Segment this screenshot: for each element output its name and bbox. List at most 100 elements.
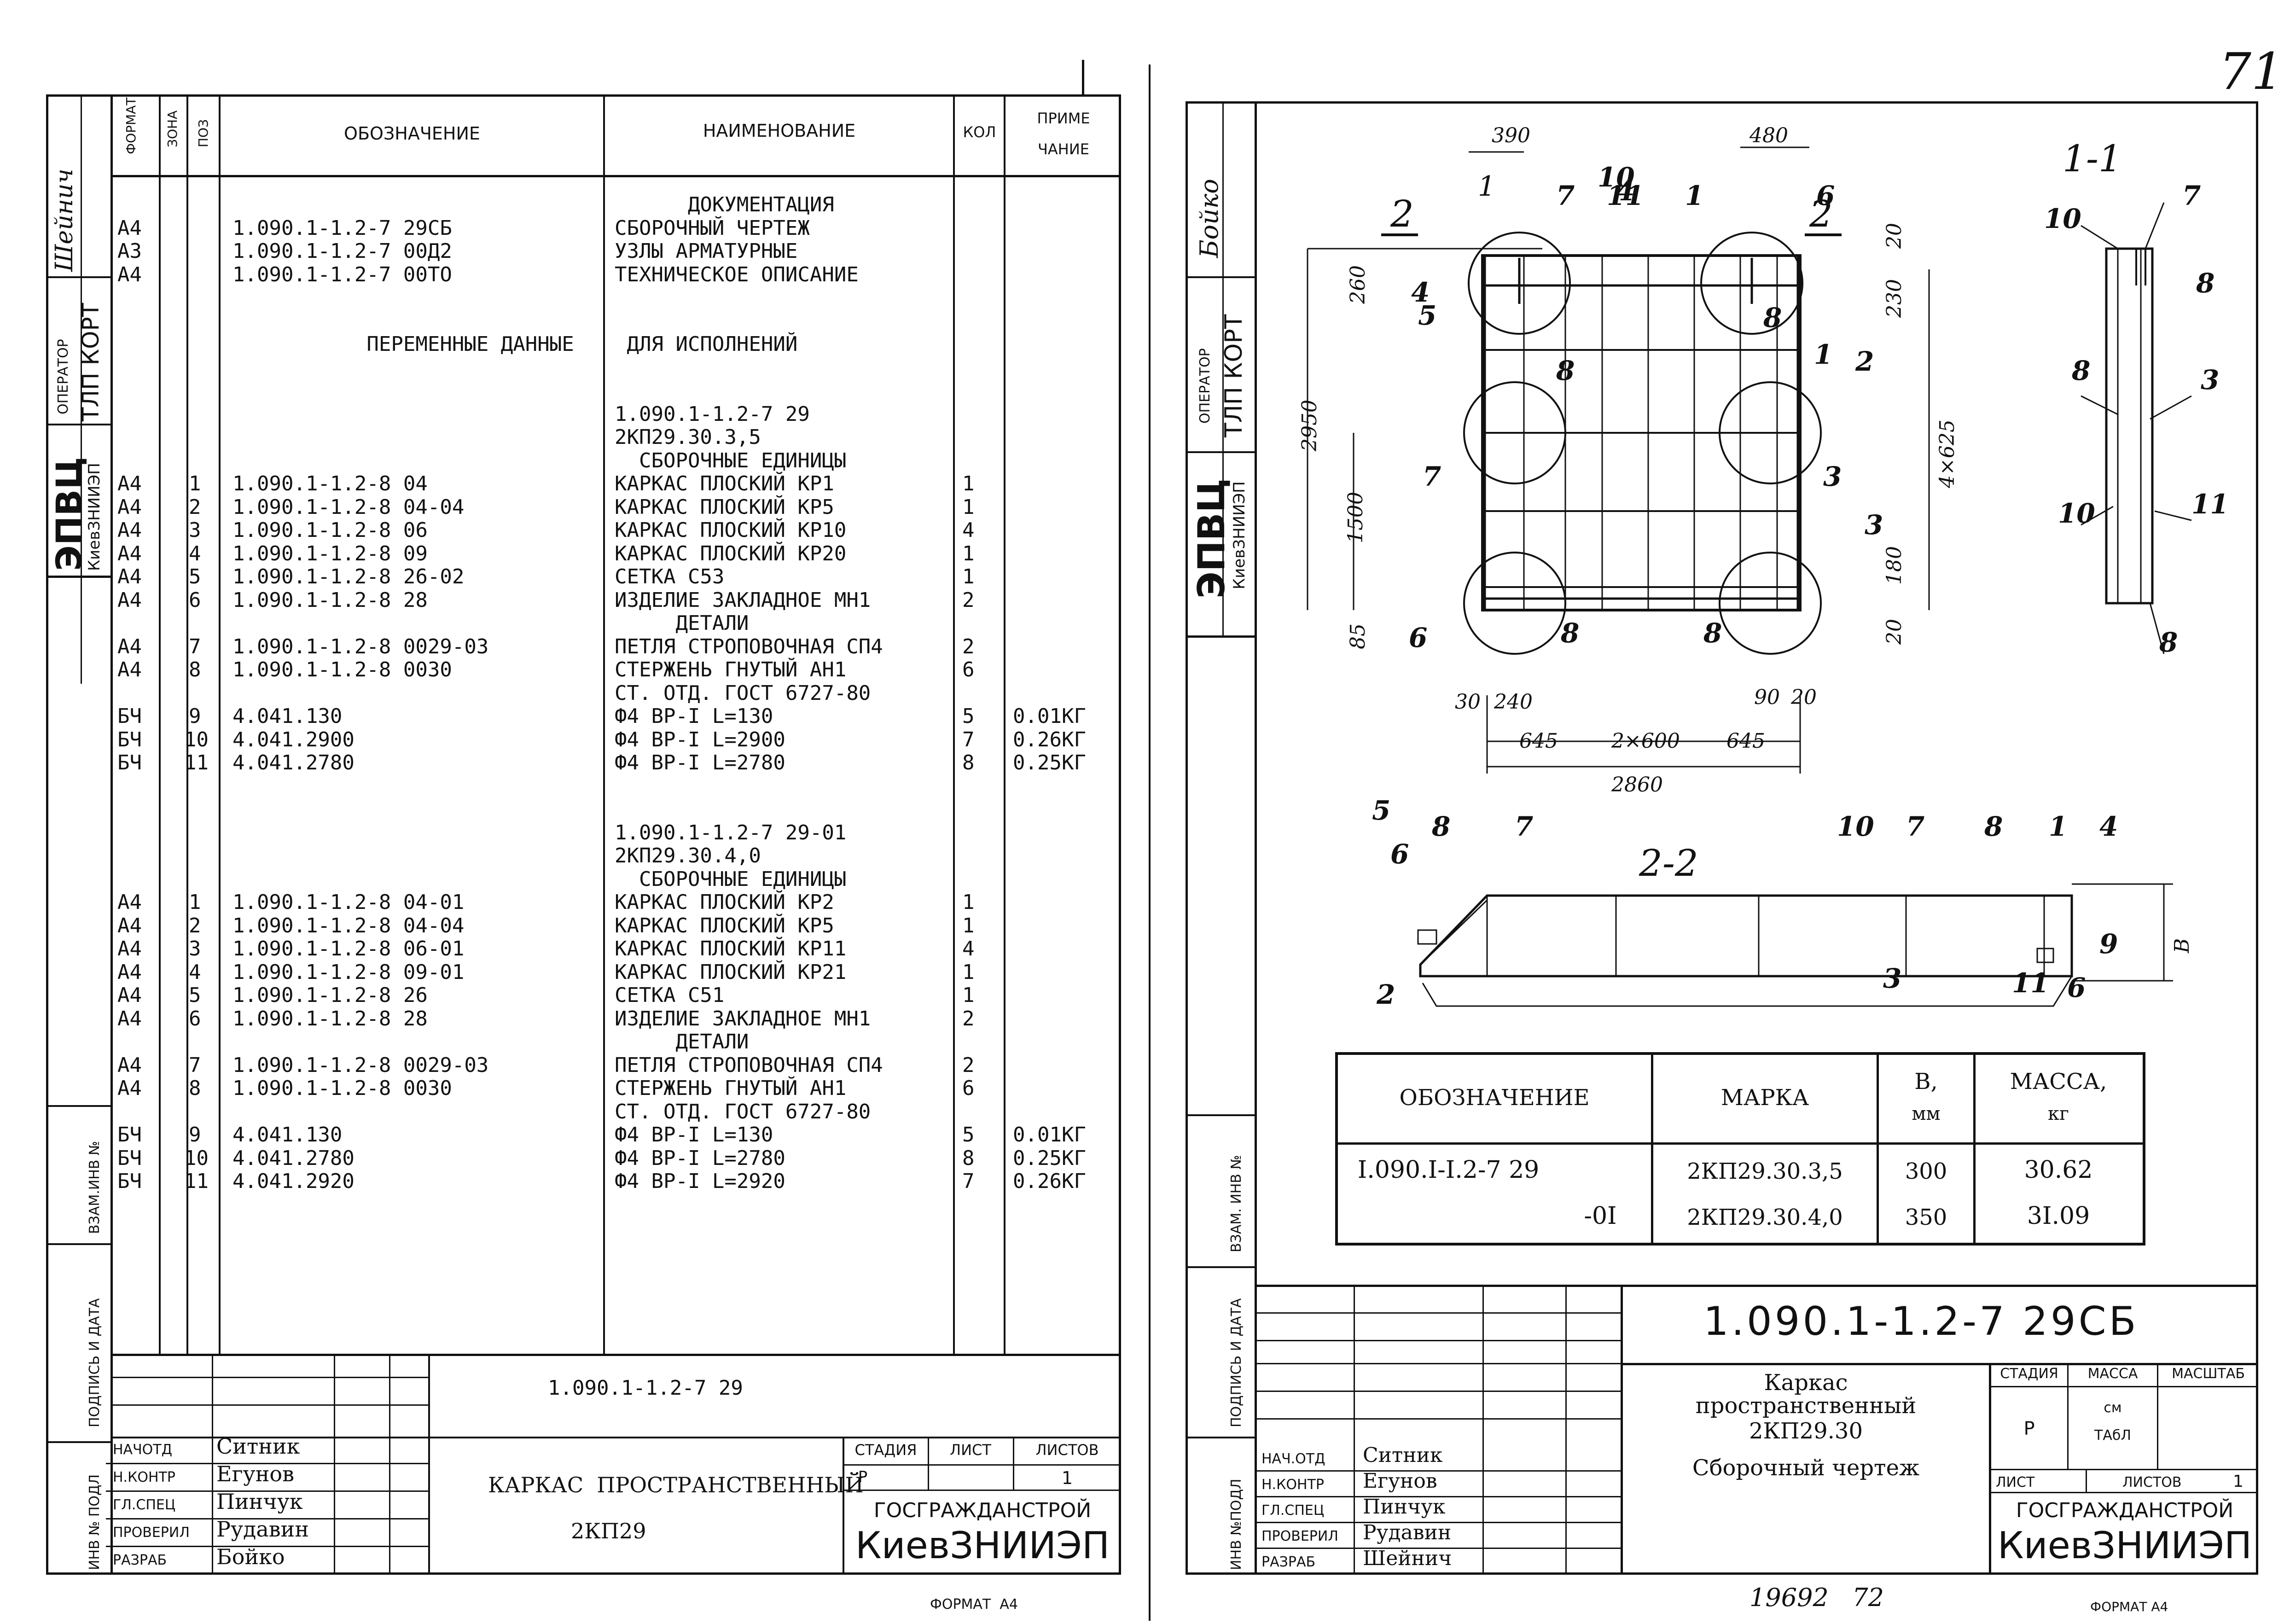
stamp-role: НАЧОТД [113,1442,173,1458]
position-label: 7 [1423,461,1441,492]
position-label: 7 [1515,811,1534,842]
row-format: А4 [117,518,142,542]
row-oboz: 1.090.1-1.2-8 0029-03 [232,634,489,658]
position-label: 8 [1984,811,2003,842]
position-label: 5 [1418,300,1437,331]
row-format: БЧ [117,1146,142,1170]
row-format: А4 [117,960,142,984]
position-label: 8 [1703,617,1722,649]
left-stamp-stadia: СТАДИЯ [854,1441,917,1459]
row-poz: 5 [189,984,201,1007]
position-label: 5 [1372,795,1391,826]
stamp-role-line [1255,1496,1621,1497]
row-oboz: 1.090.1-1.2-8 09 [232,541,428,565]
dimension-label: 180 [1883,546,1906,585]
row-naim: 1.090.1-1.2-7 29-01 [615,821,847,844]
dimension-label: 2×600 [1611,729,1680,753]
right-stamp-v3 [1565,1285,1567,1575]
position-label: 4 [1616,175,1635,207]
stamp-name: Рудавин [1363,1521,1452,1544]
row-kol: 2 [962,1053,975,1077]
right-stamp-title3: 2КП29.30 [1749,1418,1863,1444]
dimension-label: B [2170,938,2194,953]
row-format: А4 [117,937,142,960]
left-stamp-vmain [428,1354,430,1575]
row-oboz: 1.090.1-1.2-8 04-04 [232,495,465,519]
left-header-bottom [110,175,1121,177]
row-oboz: 1.090.1-1.2-8 28 [232,1007,428,1030]
right-stamp-h3c [1255,1418,1621,1420]
left-h-prim2: ЧАНИЕ [1037,140,1090,158]
left-strip-hline2 [46,424,110,425]
position-label: 11 [2191,489,2229,520]
left-stamp-v6 [1013,1437,1014,1490]
position-label: 7 [1556,180,1575,211]
row-prim: 0.01КГ [1013,704,1086,728]
row-prim: 0.25КГ [1013,751,1086,774]
right-stamp-title1: Каркас [1764,1370,1848,1396]
row-naim: СЕТКА С53 [615,565,725,588]
right-stamp-listov-val: 1 [2233,1472,2244,1491]
left-stamp-h3 [110,1437,1121,1438]
stamp-name: Пинчук [216,1489,303,1514]
row-naim: СТЕРЖЕНЬ ГНУТЫЙ АН1 [615,658,847,681]
stamp-role: ГЛ.СПЕЦ [1261,1502,1325,1519]
right-stamp-massa-val2: ТАбЛ [2094,1427,2131,1444]
dimension-label: 20 [1883,223,1906,249]
row-naim: КАРКАС ПЛОСКИЙ КР2 [615,891,834,914]
row-poz: 6 [189,1007,201,1030]
left-h-prim1: ПРИМЕ [1037,110,1090,127]
table-r1-massa: 30.62 [2024,1156,2093,1184]
row-naim: СТЕРЖЕНЬ ГНУТЫЙ АН1 [615,1077,847,1100]
row-oboz: 1.090.1-1.2-8 0029-03 [232,1053,489,1077]
row-naim: СЕТКА С51 [615,984,725,1007]
right-stamp-list: ЛИСТ [1996,1474,2035,1490]
variants-table: ОБОЗНАЧЕНИЕ МАРКА В, мм МАССА, кг I.090.… [1335,1052,2145,1246]
row-format: А4 [117,914,142,937]
row-format: А4 [117,1007,142,1030]
row-format: А4 [117,495,142,519]
stamp-name: Ситник [1363,1444,1443,1467]
row-poz: 10 [184,728,209,751]
table-r1-b: 300 [1905,1158,1947,1184]
dimension-label: 85 [1346,623,1370,649]
right-stamp-listov: ЛИСТОВ [2122,1474,2182,1490]
section-2-2 [1417,883,2173,1007]
position-label: 3 [1823,461,1842,492]
position-label: 6 [1409,622,1428,653]
row-naim: УЗЛЫ АРМАТУРНЫЕ [615,239,798,263]
stamp-role: ГЛ.СПЕЦ [113,1497,176,1513]
left-frame [46,94,1121,1575]
row-oboz: 1.090.1-1.2-8 09-01 [232,960,465,984]
right-stamp-h4 [1989,1386,2258,1387]
position-label: 4 [2099,811,2118,842]
stamp-name: Шейнич [1363,1547,1452,1570]
left-strip-line [81,94,82,684]
right-format: ФОРМАТ А4 [2090,1599,2168,1614]
left-strip-hline4 [46,1105,110,1107]
right-strip-line [1222,101,1224,635]
right-strip-h3 [1186,635,1255,638]
row-naim: КАРКАС ПЛОСКИЙ КР5 [615,495,834,519]
dimension-label: 645 [1726,729,1765,753]
row-naim: СТ. ОТД. ГОСТ 6727-80 [615,681,871,705]
row-kol: 5 [962,1123,975,1147]
stamp-role: РАЗРАБ [113,1552,167,1568]
row-kol: 1 [962,495,975,519]
row-oboz: 4.041.2780 [232,1146,355,1170]
row-poz: 2 [189,495,201,519]
row-format: БЧ [117,751,142,774]
right-strip-h5 [1186,1266,1255,1268]
table-h-divider [1338,1142,2143,1145]
right-strip-h6 [1186,1437,1255,1438]
row-oboz: 1.090.1-1.2-8 04-04 [232,914,465,937]
left-stamp-org2: КиевЗНИИЭП [855,1524,1110,1567]
left-stamp-listov: ЛИСТОВ [1035,1441,1099,1459]
row-format: А4 [117,984,142,1007]
section-1-1 [2081,202,2192,654]
left-stamp-h1 [110,1377,428,1378]
row-poz: 1 [189,472,201,495]
position-label: 8 [1763,302,1782,333]
row-poz: 7 [189,1053,201,1077]
stamp-role-line [106,1463,428,1464]
